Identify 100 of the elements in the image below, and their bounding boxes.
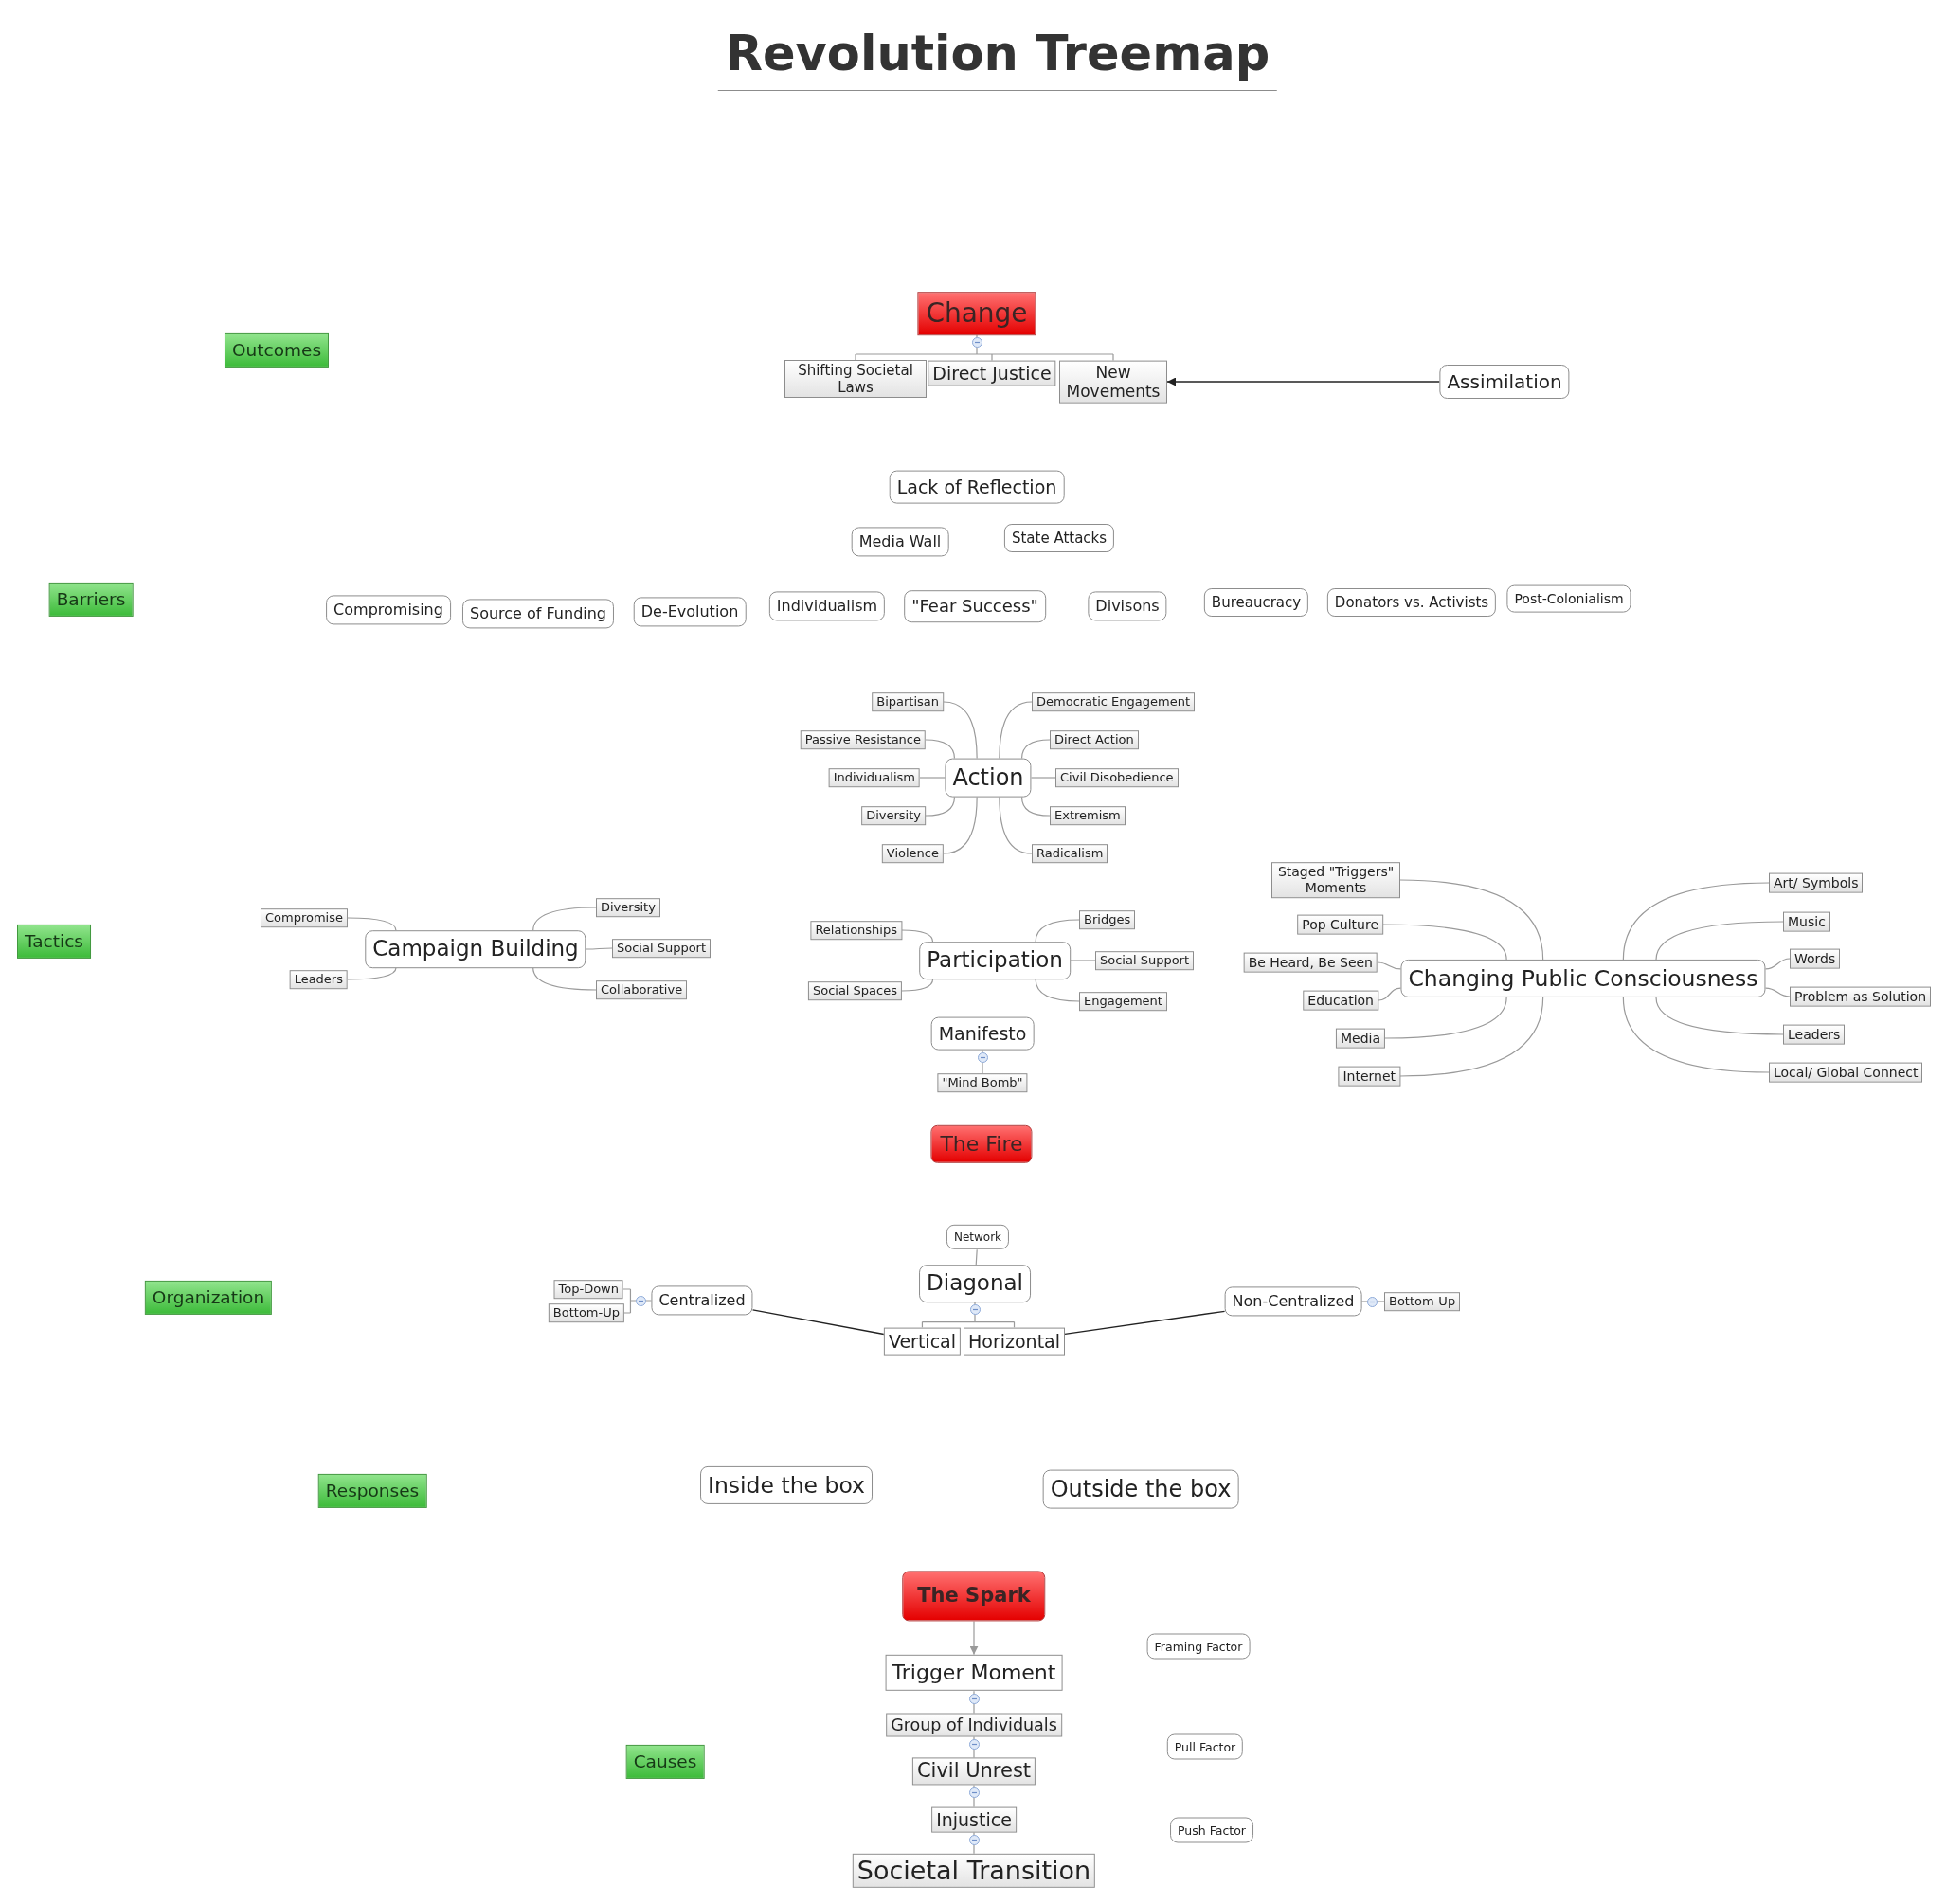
subtopic-box: Societal Transition xyxy=(852,1853,1096,1889)
connector-line xyxy=(925,739,956,760)
topic-box: Donators vs. Activists xyxy=(1326,588,1497,617)
topic-box: Source of Funding xyxy=(461,599,615,629)
topic-box: "Fear Success" xyxy=(904,590,1046,622)
connector-line xyxy=(1070,960,1096,961)
subtopic-box: Art/ Symbols xyxy=(1769,872,1864,893)
topic-box: Pull Factor xyxy=(1166,1733,1244,1760)
connector-line xyxy=(1382,924,1507,961)
connector-line xyxy=(1622,997,1770,1073)
connector-line xyxy=(1031,777,1056,779)
topic-box: Centralized xyxy=(651,1285,753,1316)
connector-line xyxy=(943,796,978,854)
category-label: Causes xyxy=(625,1744,705,1780)
topic-box: Action xyxy=(945,758,1032,798)
category-label: Organization xyxy=(144,1280,273,1316)
subtopic-box: Social Support xyxy=(1095,951,1195,970)
subtopic-box: Education xyxy=(1303,990,1378,1011)
connector-line xyxy=(1378,987,1402,1001)
subtopic-box: Local/ Global Connect xyxy=(1769,1062,1923,1083)
connector-line xyxy=(1020,739,1051,760)
connector-line xyxy=(973,1785,975,1808)
topic-box: Diagonal xyxy=(919,1265,1031,1302)
subtopic-box: Bottom-Up xyxy=(548,1303,624,1322)
central-topic-box: The Fire xyxy=(930,1124,1033,1164)
subtopic-box: Music xyxy=(1783,911,1830,932)
subtopic-box: Engagement xyxy=(1079,992,1167,1011)
topic-box: State Attacks xyxy=(1003,524,1115,552)
category-label: Outcomes xyxy=(224,332,330,368)
topic-box: Post-Colonialism xyxy=(1506,584,1631,613)
topic-box: Framing Factor xyxy=(1146,1633,1251,1660)
central-topic-box: The Spark xyxy=(902,1571,1046,1622)
connector-line xyxy=(1035,979,1080,1002)
connector-line xyxy=(1035,919,1080,943)
connector-line xyxy=(901,979,934,992)
connector-line xyxy=(1399,997,1544,1077)
subtopic-box: Radicalism xyxy=(1032,844,1108,863)
subtopic-box: Civil Disobedience xyxy=(1055,768,1179,787)
connector-line xyxy=(532,907,597,931)
topic-box: Manifesto xyxy=(930,1016,1035,1051)
topic-box: Individualism xyxy=(768,591,886,621)
subtopic-box: Individualism xyxy=(828,768,920,787)
subtopic-box: Injustice xyxy=(931,1806,1017,1833)
topic-box: Network xyxy=(946,1224,1010,1250)
topic-box: Campaign Building xyxy=(365,930,586,968)
connector-line xyxy=(999,701,1033,760)
connector-line xyxy=(586,947,613,950)
subtopic-box: Bottom-Up xyxy=(1384,1292,1461,1311)
subtopic-box: New Movements xyxy=(1059,360,1167,404)
arrow xyxy=(969,1621,979,1656)
topic-box: Media Wall xyxy=(851,527,949,557)
connector-line xyxy=(901,929,934,943)
connector-line xyxy=(1384,997,1507,1039)
connector-line xyxy=(347,967,397,980)
connector-line xyxy=(1377,961,1402,970)
subtopic-box: Compromise xyxy=(261,908,348,927)
topic-box: Inside the box xyxy=(700,1465,873,1505)
connector-line xyxy=(1655,997,1784,1035)
topic-box: Non-Centralized xyxy=(1224,1286,1362,1317)
subtopic-box: Media xyxy=(1335,1028,1385,1049)
subtopic-box: Shifting Societal Laws xyxy=(784,360,927,398)
subtopic-box: Direct Action xyxy=(1050,730,1139,749)
subtopic-box: Social Support xyxy=(612,939,712,958)
subtopic-box: Leaders xyxy=(1783,1024,1846,1045)
subtopic-box: Be Heard, Be Seen xyxy=(1243,952,1378,973)
subtopic-box: Internet xyxy=(1338,1066,1400,1087)
category-label: Barriers xyxy=(48,582,134,618)
subtopic-box: Diversity xyxy=(861,806,926,825)
subtopic-box: Group of Individuals xyxy=(886,1713,1062,1737)
subtopic-box: Pop Culture xyxy=(1297,914,1383,935)
topic-box: Trigger Moment xyxy=(885,1654,1063,1692)
connector-line xyxy=(855,334,1114,362)
subtopic-box: Diversity xyxy=(596,898,660,917)
connector-line xyxy=(1622,882,1770,961)
topic-box: Participation xyxy=(919,942,1071,979)
topic-box: Vertical xyxy=(883,1327,961,1356)
connector-line xyxy=(532,967,597,991)
topic-box: Push Factor xyxy=(1170,1817,1253,1843)
subtopic-box: Bipartisan xyxy=(872,692,944,711)
topic-box: Outside the box xyxy=(1042,1469,1239,1509)
subtopic-box: Staged "Triggers" Moments xyxy=(1271,862,1400,898)
connector-line xyxy=(751,1309,885,1336)
topic-box: Horizontal xyxy=(964,1327,1065,1356)
topic-box: De-Evolution xyxy=(633,597,747,627)
subtopic-box: Words xyxy=(1790,948,1841,969)
subtopic-box: Democratic Engagement xyxy=(1032,692,1195,711)
topic-box: Assimilation xyxy=(1439,365,1570,399)
connector-line xyxy=(1764,987,1791,997)
topic-box: Divisons xyxy=(1088,591,1167,621)
topic-box: Compromising xyxy=(326,595,451,625)
connector-line xyxy=(622,1288,653,1314)
connector-line xyxy=(943,701,978,760)
subtopic-box: Problem as Solution xyxy=(1790,986,1932,1007)
connector-line xyxy=(999,796,1033,854)
subtopic-box: Direct Justice xyxy=(928,360,1056,386)
subtopic-box: Relationships xyxy=(810,921,902,940)
connector-line xyxy=(1064,1310,1226,1336)
category-label: Responses xyxy=(317,1473,427,1509)
connector-line xyxy=(1764,958,1791,970)
topic-box: Changing Public Consciousness xyxy=(1400,959,1766,998)
